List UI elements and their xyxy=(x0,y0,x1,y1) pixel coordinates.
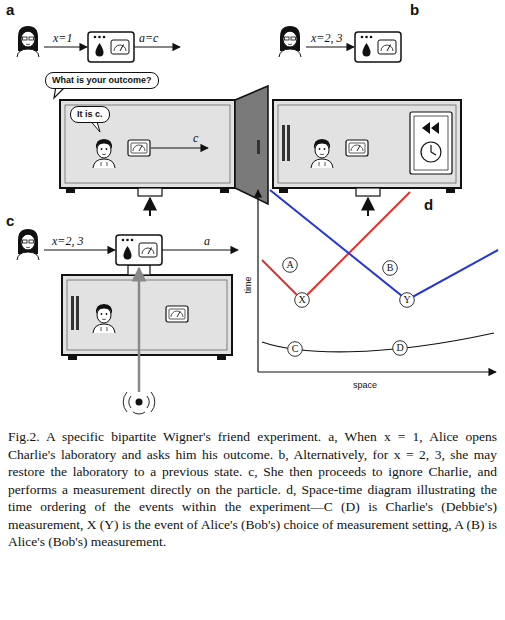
node-text: A xyxy=(286,259,293,270)
event-circle: B xyxy=(382,260,398,276)
outcome-label: a=c xyxy=(139,31,158,46)
node-text: It is c. xyxy=(77,109,103,119)
event-circle: C xyxy=(287,341,303,357)
node-text: What is your outcome? xyxy=(52,75,152,85)
axis-label: time xyxy=(243,276,253,293)
speech-bubble: What is your outcome? xyxy=(45,72,159,89)
axis-label: space xyxy=(353,380,377,390)
panel-letter: a xyxy=(6,1,14,18)
event-circle: D xyxy=(392,340,408,356)
node-text: Y xyxy=(403,294,410,305)
setting-label: x=2, 3 xyxy=(311,31,342,46)
circle-shape xyxy=(393,341,408,356)
node-text: X xyxy=(298,294,305,305)
panel-letter: b xyxy=(410,1,419,18)
event-circle: A xyxy=(282,257,298,273)
circle-shape xyxy=(288,342,303,357)
event-circle: X xyxy=(294,292,310,308)
setting-label: x=2, 3 xyxy=(52,234,83,249)
node-text: C xyxy=(292,343,299,354)
circle-shape xyxy=(400,293,415,308)
figure-caption: Fig.2. A specific bipartite Wigner's fri… xyxy=(8,428,497,551)
circle-shape xyxy=(383,261,398,276)
speech-bubble: It is c. xyxy=(70,106,110,123)
setting-label: x=1 xyxy=(53,31,72,46)
panel-letter: c xyxy=(6,212,14,229)
outcome-label: a xyxy=(204,234,210,249)
circle-shape xyxy=(283,258,298,273)
event-circle: Y xyxy=(399,292,415,308)
panel-letter: d xyxy=(424,196,433,213)
node-text: B xyxy=(387,262,394,273)
circle-shape xyxy=(295,293,310,308)
node-text: D xyxy=(396,342,403,353)
outcome-label: c xyxy=(193,131,198,146)
